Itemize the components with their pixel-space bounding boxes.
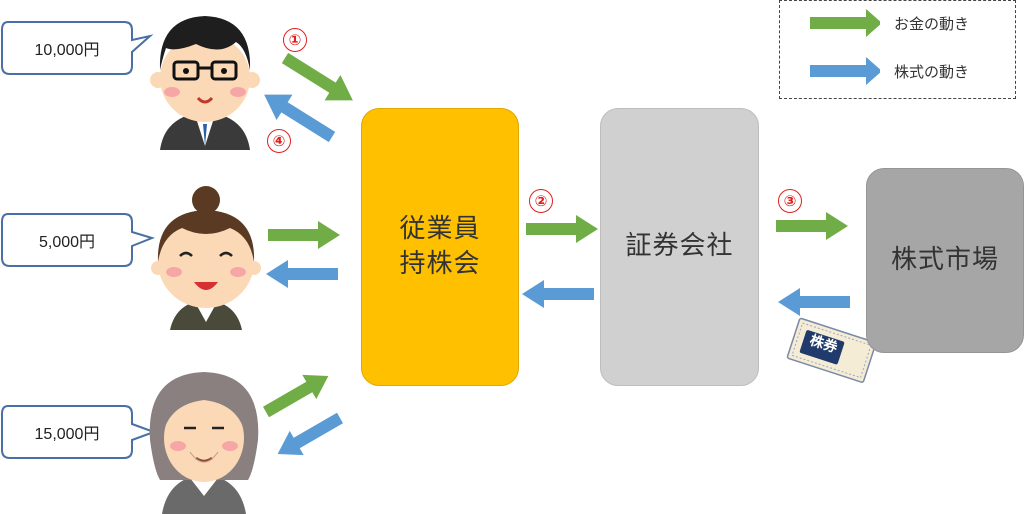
person-woman-bun <box>151 186 261 330</box>
legend: お金の動き 株式の動き <box>779 0 1016 99</box>
person-older-woman <box>150 372 259 514</box>
amount-text-person2: 5,000円 <box>2 214 132 266</box>
step-number-4: ④ <box>267 129 291 153</box>
securities-company-label: 証券会社 <box>625 229 733 264</box>
legend-money-label: お金の動き <box>894 13 969 34</box>
step-number-1: ① <box>283 28 307 52</box>
step-number-3: ③ <box>778 189 802 213</box>
stock-market-box: 株式市場 <box>866 168 1024 353</box>
money-arrow-securities-to-market <box>776 212 848 240</box>
legend-stock-arrow-icon <box>810 57 880 85</box>
stock-market-label: 株式市場 <box>891 243 999 278</box>
esop-label-line2: 持株会 <box>399 247 480 282</box>
money-arrow-person3 <box>259 364 335 424</box>
amount-text-person1: 10,000円 <box>2 22 132 74</box>
stock-arrow-person3 <box>271 406 347 466</box>
amount-text-person3: 15,000円 <box>2 406 132 458</box>
securities-company-box: 証券会社 <box>600 108 759 386</box>
stock-arrow-securities-to-esop <box>522 280 594 308</box>
money-arrow-esop-to-securities <box>526 215 598 243</box>
step-number-2: ② <box>529 189 553 213</box>
esop-label-line1: 従業員 <box>399 212 480 247</box>
person-man-glasses <box>150 16 260 150</box>
money-arrow-person1 <box>277 45 361 113</box>
legend-money-arrow-icon <box>810 9 880 37</box>
esop-box: 従業員 持株会 <box>361 108 519 386</box>
stock-arrow-person2 <box>266 260 338 288</box>
stock-arrow-market-to-securities <box>778 288 850 316</box>
legend-stock-label: 株式の動き <box>894 61 969 82</box>
legend-arrows <box>780 1 880 100</box>
money-arrow-person2 <box>268 221 340 249</box>
